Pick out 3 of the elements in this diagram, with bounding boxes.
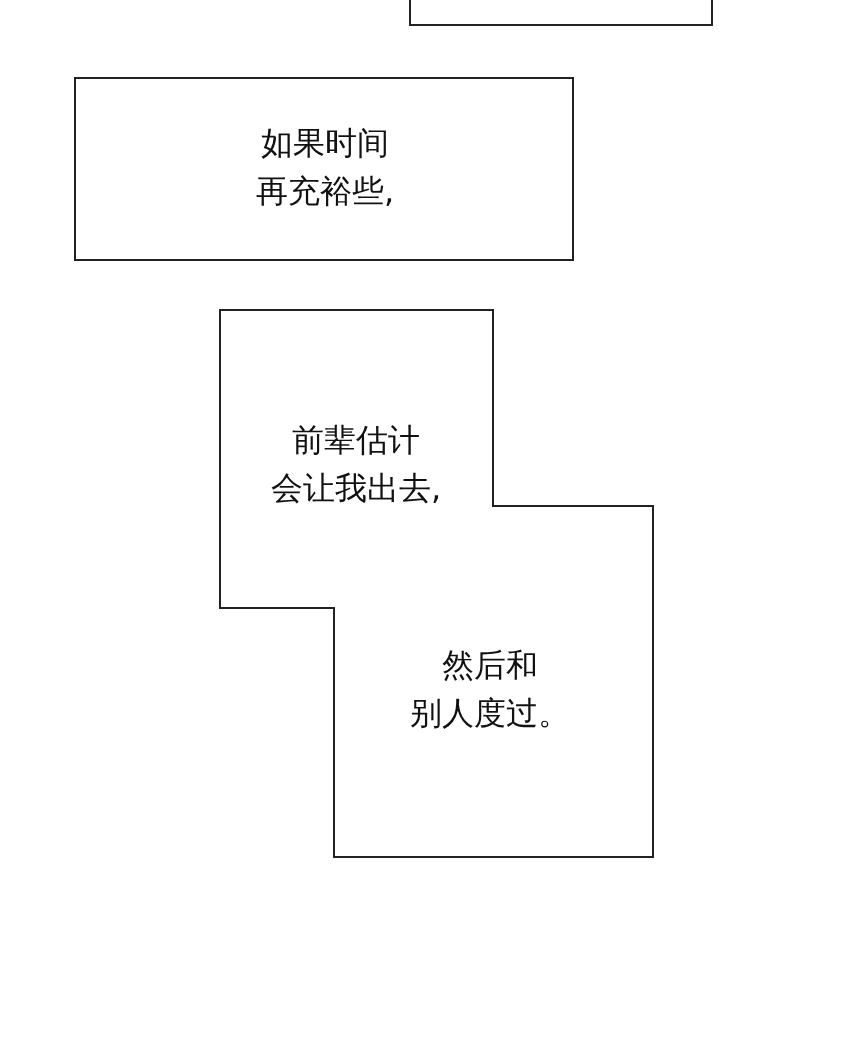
dialogue-text: 前辈估计会让我出去,	[269, 420, 443, 509]
dialogue-text: 然后和别人度过。	[410, 645, 570, 734]
dialogue-text: 如果时间再充裕些,	[254, 123, 396, 212]
